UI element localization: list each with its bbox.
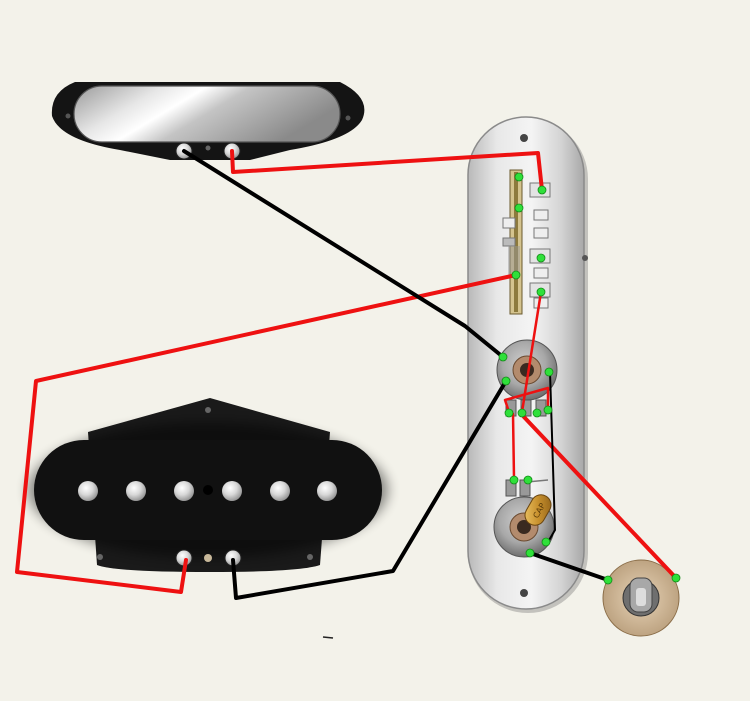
solder-point (504, 408, 514, 418)
solder-point (523, 475, 533, 485)
solder-point (509, 475, 519, 485)
stray-mark (322, 636, 334, 639)
wire-switch-to-volume (520, 290, 543, 414)
neck-pickup-icon (51, 82, 365, 160)
volume-pot-icon (496, 339, 558, 417)
output-jack-icon (602, 559, 680, 637)
solder-point (517, 408, 527, 418)
solder-point (543, 405, 553, 415)
solder-point (525, 548, 535, 558)
solder-point (514, 203, 524, 213)
wire-volume-to-tone (511, 412, 516, 480)
solder-point (498, 352, 508, 362)
solder-point (514, 172, 524, 182)
wire-neck-ground (182, 149, 505, 359)
solder-point (537, 185, 547, 195)
bridge-pickup-icon (28, 398, 388, 572)
solder-point (544, 367, 554, 377)
wire-volume-jumper (503, 386, 550, 414)
wire-ground-to-jack (528, 551, 610, 582)
solder-point (671, 573, 681, 583)
wire-volume-to-jack (522, 415, 678, 580)
solder-point (603, 575, 613, 585)
wire-ground-bus (547, 371, 556, 543)
solder-point (501, 376, 511, 386)
solder-points (498, 172, 681, 585)
solder-point (536, 287, 546, 297)
solder-point (541, 537, 551, 547)
solder-point (511, 270, 521, 280)
wire-bridge-hot (15, 273, 518, 594)
solder-point (536, 253, 546, 263)
wire-neck-hot (230, 149, 544, 192)
wire-bridge-ground (231, 379, 508, 600)
solder-point (532, 408, 542, 418)
